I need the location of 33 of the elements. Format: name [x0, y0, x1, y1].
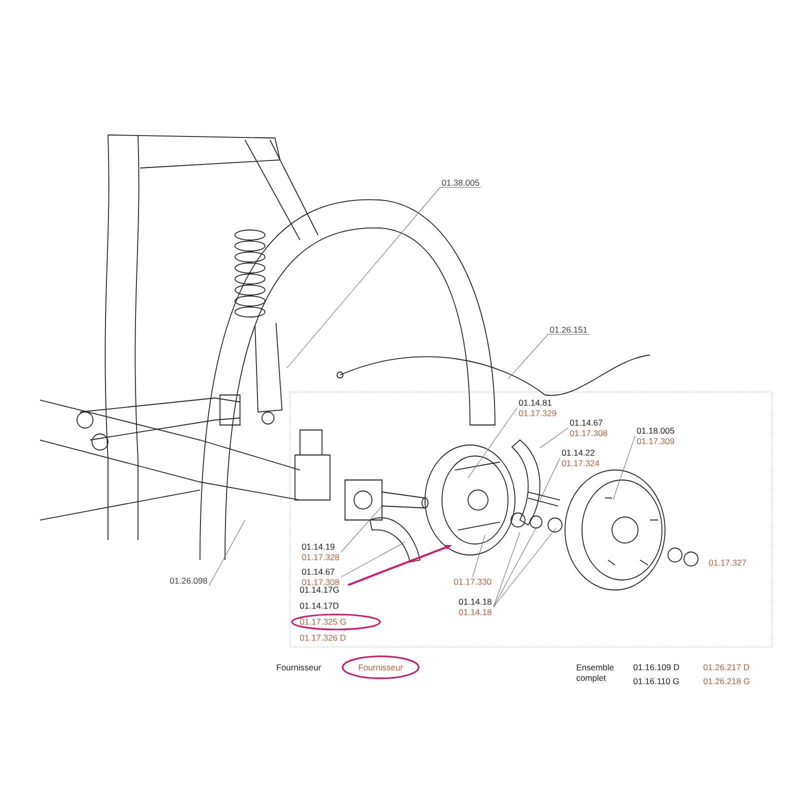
- leader-line: [286, 187, 482, 368]
- callout-number: 01.14.67 01.17.308: [570, 420, 608, 436]
- callout-number: 01.38.005: [442, 180, 480, 186]
- note-text: 01.26.218 G: [704, 678, 750, 684]
- leader-line: [472, 534, 486, 578]
- leader-line: [612, 436, 636, 500]
- callout-number: 01.14.22 01.17.324: [562, 450, 600, 466]
- callout-number: 01.26.098: [170, 578, 208, 584]
- note-text: 01.26.217 D: [704, 664, 750, 670]
- leader-line: [493, 528, 536, 608]
- callout-number: 01.14.81 01.17.329: [519, 400, 556, 416]
- note-text: 01.16.110 G: [634, 678, 679, 684]
- note-text: Fournisseur: [276, 664, 321, 670]
- leader-line: [540, 428, 568, 448]
- callout-number: 01.18.005 01.17.309: [637, 428, 674, 444]
- note-text: Ensemble complet: [576, 664, 614, 683]
- callout-number: 01.14.67 01.17.308: [302, 568, 340, 586]
- callout-number: 01.14.17G 01.14.17D 01.17.325 G 01.17.326 D: [300, 586, 346, 641]
- leader-line: [468, 408, 518, 478]
- leader-line: [493, 528, 556, 608]
- callout-number: 01.14.19 01.17.328: [302, 544, 340, 560]
- callout-number: 01.17.327: [709, 560, 746, 566]
- callout-number: 01.14.18 01.14.18: [459, 598, 492, 616]
- callout-number: 01.17.330: [454, 578, 492, 585]
- note-text: 01.16.109 D: [634, 664, 680, 670]
- callout-number: 01.26.151: [550, 326, 588, 333]
- note-text: Fournisseur: [358, 664, 403, 670]
- leader-line: [508, 334, 590, 380]
- leader-line: [340, 504, 384, 552]
- leader-line: [493, 532, 520, 608]
- leader-line: [208, 520, 246, 586]
- leader-line: [340, 542, 406, 578]
- leader-line: [540, 458, 560, 500]
